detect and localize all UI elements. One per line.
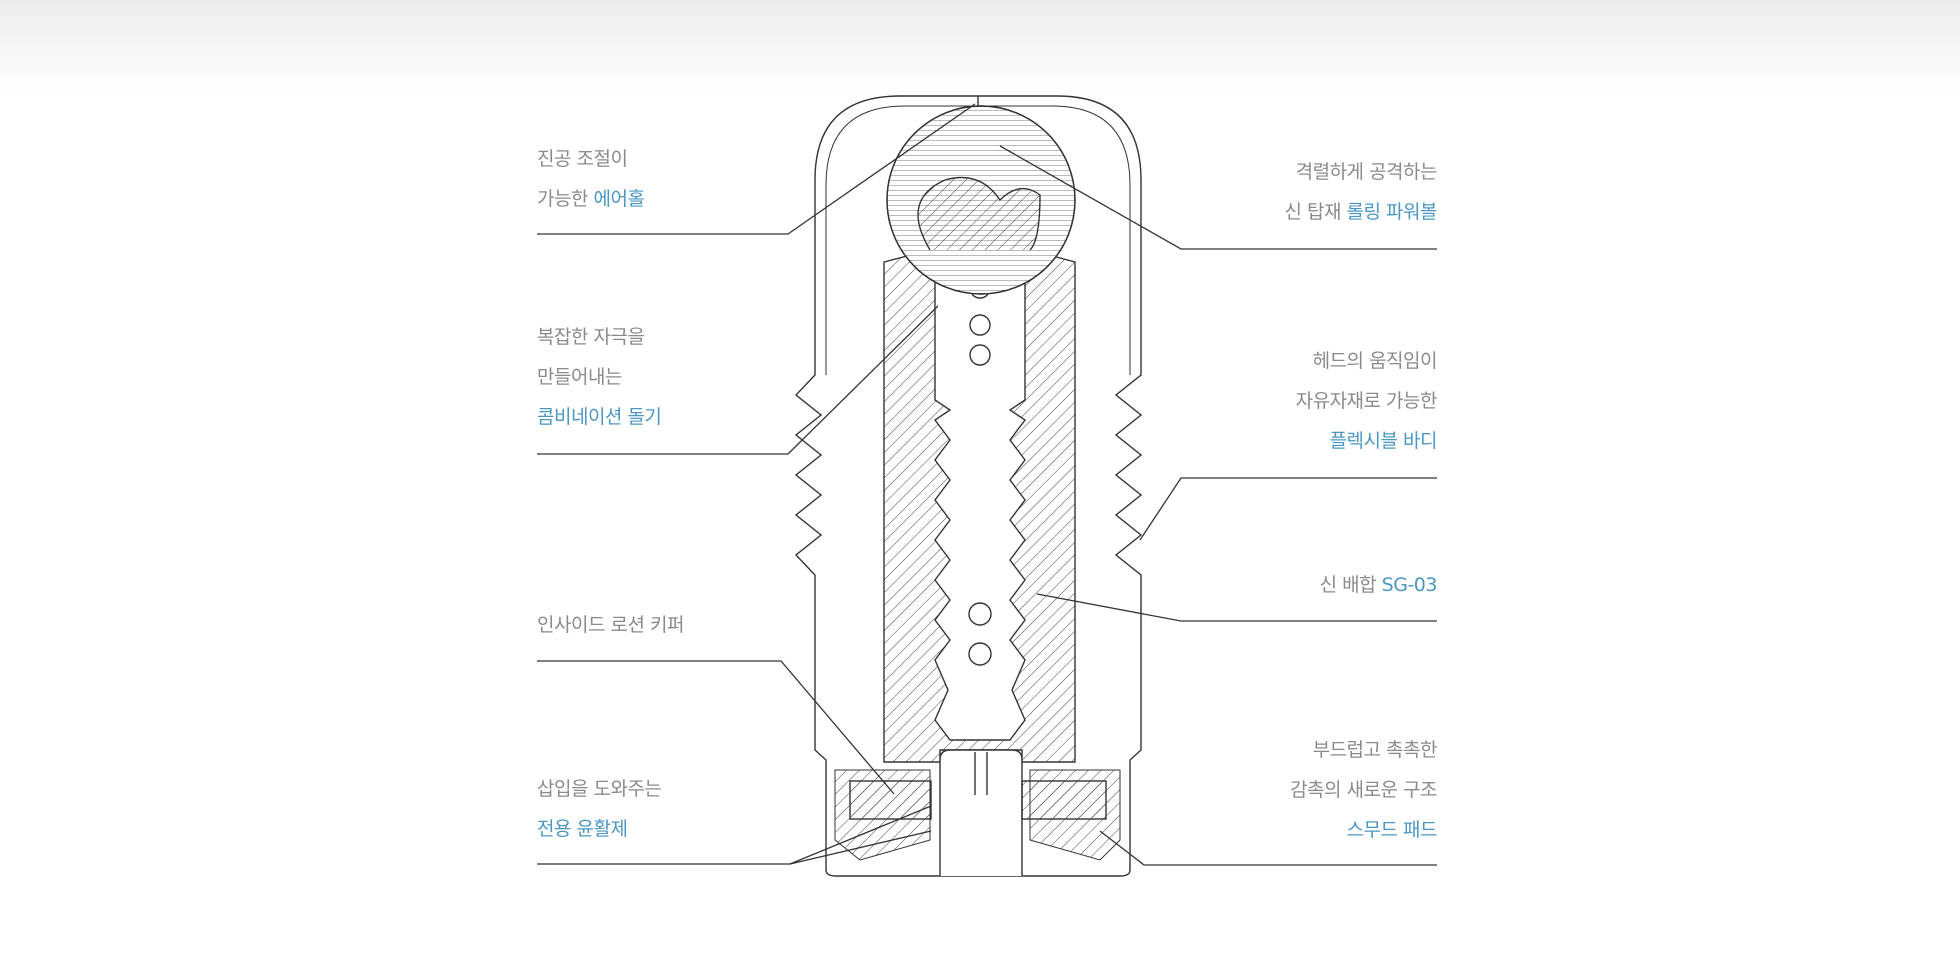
leader-lines [537, 103, 1437, 866]
outer-cup-shell [794, 95, 1143, 877]
label-text: 만들어내는 [537, 366, 622, 388]
center-post [939, 749, 1023, 876]
label-inside-lotion-keeper: 인사이드 로션 키퍼 [537, 605, 684, 645]
label-text: 신 탑재 [1284, 201, 1347, 223]
label-sg03: 신 배합 SG-03 [1319, 565, 1438, 605]
label-highlight: SG-03 [1381, 574, 1438, 596]
label-combination-bumps: 복잡한 자극을 만들어내는 콤비네이션 돌기 [537, 317, 662, 437]
label-text: 복잡한 자극을 [537, 326, 645, 348]
label-text: 자유자재로 가능한 [1295, 390, 1438, 412]
label-text: 헤드의 움직임이 [1312, 350, 1438, 372]
label-highlight: 롤링 파워볼 [1346, 201, 1438, 223]
label-highlight: 플렉시블 바디 [1329, 430, 1438, 452]
label-text: 격렬하게 공격하는 [1295, 161, 1438, 183]
label-highlight: 콤비네이션 돌기 [537, 406, 662, 428]
label-text: 부드럽고 촉촉한 [1312, 739, 1438, 761]
label-text: 가능한 [537, 188, 594, 210]
label-rolling-power-ball: 격렬하게 공격하는 신 탑재 롤링 파워볼 [1284, 152, 1438, 232]
label-text: 삽입을 도와주는 [537, 778, 662, 800]
label-highlight: 전용 윤활제 [537, 818, 628, 840]
label-smooth-pad: 부드럽고 촉촉한 감촉의 새로운 구조 스무드 패드 [1290, 730, 1437, 850]
top-gradient-band [0, 0, 1960, 95]
label-text: 인사이드 로션 키퍼 [537, 614, 684, 636]
label-lubricant: 삽입을 도와주는 전용 윤활제 [537, 769, 662, 849]
label-highlight: 에어홀 [593, 188, 645, 210]
label-text: 진공 조절이 [537, 148, 628, 170]
label-flexible-body: 헤드의 움직임이 자유자재로 가능한 플렉시블 바디 [1295, 341, 1438, 461]
label-text: 감촉의 새로운 구조 [1290, 779, 1437, 801]
label-air-hole: 진공 조절이 가능한 에어홀 [537, 139, 645, 219]
label-text: 신 배합 [1319, 574, 1382, 596]
label-highlight: 스무드 패드 [1346, 819, 1438, 841]
inner-canal [933, 269, 1027, 741]
